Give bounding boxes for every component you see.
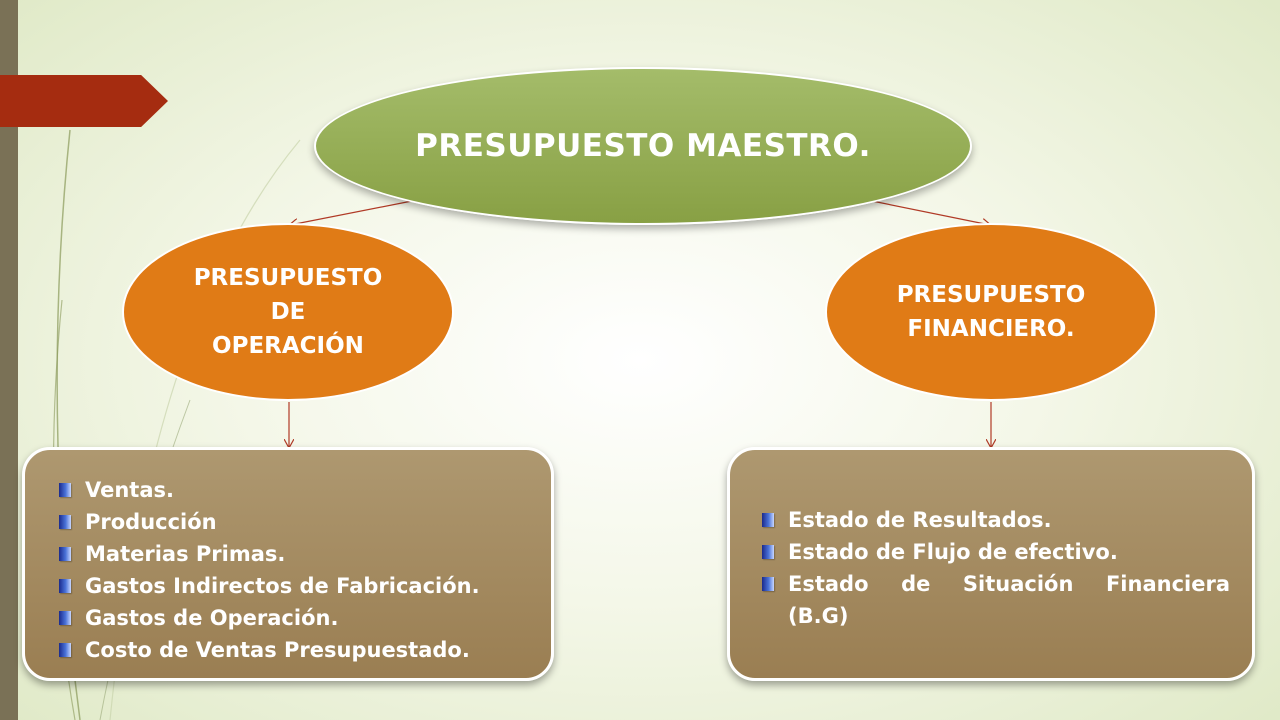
financiero-node: PRESUPUESTO FINANCIERO. <box>825 223 1157 401</box>
root-node: PRESUPUESTO MAESTRO. <box>314 67 972 225</box>
financiero-node-label: PRESUPUESTO FINANCIERO. <box>897 278 1086 346</box>
list-item-text: Gastos Indirectos de Fabricación. <box>85 574 480 598</box>
square-bullet-icon <box>59 611 71 625</box>
square-bullet-icon <box>59 643 71 657</box>
financiero-label-line: FINANCIERO. <box>907 316 1075 342</box>
list-item: Estado de Flujo de efectivo. <box>758 536 1230 568</box>
square-bullet-icon <box>762 513 774 527</box>
list-item: Costo de Ventas Presupuestado. <box>55 634 521 666</box>
list-item: Gastos de Operación. <box>55 602 521 634</box>
square-bullet-icon <box>59 515 71 529</box>
square-bullet-icon <box>762 545 774 559</box>
red-accent-tab <box>0 75 168 127</box>
arrow-root-to-operacion <box>290 200 413 225</box>
list-item-text: Ventas. <box>85 478 174 502</box>
list-item-text: Estado de Flujo de efectivo. <box>788 540 1118 564</box>
operacion-node: PRESUPUESTO DE OPERACIÓN <box>122 223 454 401</box>
square-bullet-icon <box>59 579 71 593</box>
list-item: Ventas. <box>55 474 521 506</box>
list-item: Estado de Situación Financiera (B.G) <box>758 568 1230 632</box>
list-item: Producción <box>55 506 521 538</box>
square-bullet-icon <box>59 483 71 497</box>
list-item-text: Estado de Situación Financiera <box>788 572 1230 596</box>
operacion-label-line: OPERACIÓN <box>212 333 364 359</box>
financiero-items-box: Estado de Resultados. Estado de Flujo de… <box>727 447 1255 681</box>
list-item: Estado de Resultados. <box>758 504 1230 536</box>
list-item-text: Estado de Resultados. <box>788 508 1052 532</box>
operacion-label-line: DE <box>270 299 306 325</box>
list-item-text: Producción <box>85 510 217 534</box>
operacion-items-list: Ventas. Producción Materias Primas. Gast… <box>55 474 521 666</box>
financiero-label-line: PRESUPUESTO <box>896 282 1086 308</box>
financiero-items-list: Estado de Resultados. Estado de Flujo de… <box>758 504 1230 632</box>
square-bullet-icon <box>762 577 774 591</box>
list-item-text-continuation: (B.G) <box>788 604 849 628</box>
operacion-items-box: Ventas. Producción Materias Primas. Gast… <box>22 447 554 681</box>
list-item-text: Gastos de Operación. <box>85 606 339 630</box>
list-item: Gastos Indirectos de Fabricación. <box>55 570 521 602</box>
square-bullet-icon <box>59 547 71 561</box>
left-accent-bar <box>0 0 18 720</box>
list-item: Materias Primas. <box>55 538 521 570</box>
operacion-label-line: PRESUPUESTO <box>193 265 383 291</box>
operacion-node-label: PRESUPUESTO DE OPERACIÓN <box>194 261 383 363</box>
list-item-text: Costo de Ventas Presupuestado. <box>85 638 470 662</box>
arrow-root-to-financiero <box>871 200 990 225</box>
root-node-label: PRESUPUESTO MAESTRO. <box>415 128 871 164</box>
list-item-text: Materias Primas. <box>85 542 286 566</box>
